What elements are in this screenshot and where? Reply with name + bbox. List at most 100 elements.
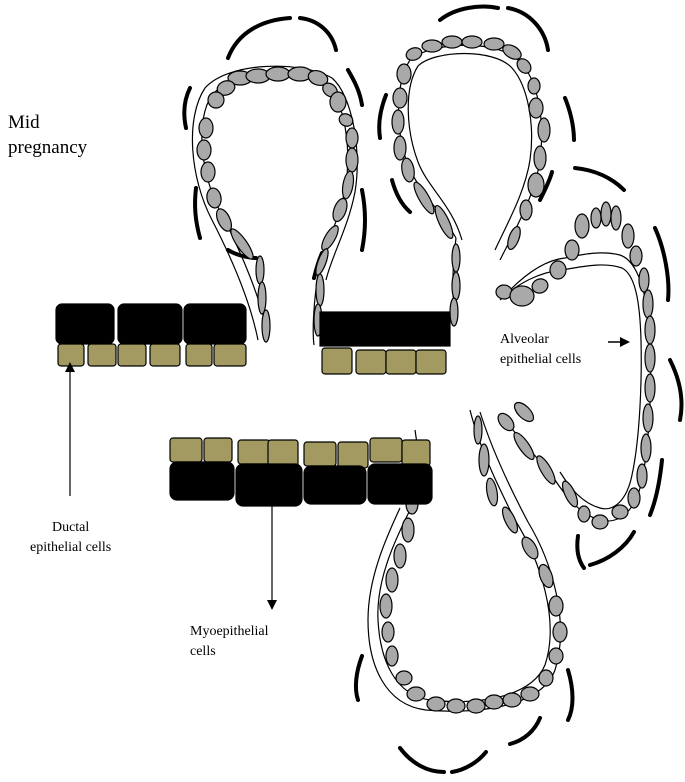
alveolar-epithelial-cell-93 — [466, 698, 486, 714]
basement-arc-12 — [390, 178, 412, 214]
alveolar-epithelial-cell-31 — [461, 35, 483, 49]
myoepithelial-cell-upper-right — [319, 311, 451, 347]
alveolar-epithelial-cell-95 — [426, 696, 446, 712]
alveolar-epithelial-cell-76 — [536, 455, 556, 485]
alveolar-epithelial-cell-71 — [627, 487, 641, 509]
alveolar-epithelial-cell-79 — [513, 401, 535, 423]
basement-arc-22 — [398, 746, 446, 774]
alveolar-epithelial-cell-80 — [473, 415, 483, 445]
ductal-cell-lower-3 — [237, 439, 271, 465]
alveolar-epithelial-cell-89 — [538, 669, 554, 687]
alveolar-epithelial-cell-33 — [502, 44, 522, 60]
alveolar-epithelial-cell-74 — [577, 505, 591, 523]
alveolar-epithelial-cell-18 — [261, 309, 271, 343]
alveolar-epithelial-cell-77 — [513, 431, 535, 461]
stage-label-line-1: Mid — [8, 112, 40, 133]
basement-arc-2 — [298, 16, 338, 52]
alveolar-epithelial-cell-50 — [451, 271, 461, 301]
basement-arc-9 — [438, 4, 500, 22]
alveolus-outline-3 — [397, 44, 543, 261]
alveolar-label-line-2: epithelial cells — [500, 352, 582, 367]
alveolar-epithelial-cell-88 — [548, 647, 564, 665]
alveolar-epithelial-cell-65 — [644, 315, 656, 345]
alveolar-epithelial-cell-75 — [561, 480, 579, 508]
alveolar-epithelial-cell-103 — [401, 517, 415, 543]
alveolar-epithelial-cell-40 — [519, 199, 533, 221]
alveolar-epithelial-cell-97 — [395, 670, 413, 686]
alveolar-epithelial-cell-82 — [485, 477, 499, 507]
alveolar-epithelial-cell-86 — [548, 595, 564, 617]
alveolar-epithelial-cell-90 — [520, 686, 540, 702]
alveolar-epithelial-cell-63 — [638, 267, 650, 293]
alveolar-epithelial-cell-94 — [446, 698, 466, 714]
ductal-cell-upper-right-4 — [415, 349, 447, 375]
basement-arc-1 — [226, 16, 292, 60]
stage-label-line-2: pregnancy — [8, 137, 88, 158]
alveolar-epithelial-cell-61 — [621, 223, 635, 249]
alveolar-epithelial-cell-16 — [255, 255, 265, 285]
basement-arc-11 — [377, 93, 388, 140]
alveolar-epithelial-cell-25 — [315, 248, 329, 276]
basement-arc-15 — [573, 166, 626, 192]
alveolar-epithelial-cell-53 — [509, 285, 535, 307]
alveolar-epithelial-cell-37 — [537, 117, 551, 143]
alveolar-epithelial-cell-85 — [538, 563, 554, 589]
alveolar-epithelial-cell-35 — [527, 77, 541, 95]
basement-arc-13 — [563, 96, 576, 142]
alveolar-epithelial-cell-78 — [497, 412, 515, 432]
alveolar-epithelial-cell-67 — [644, 373, 656, 403]
ductal-cell-upper-right-3 — [385, 349, 417, 375]
myoepithelial-cell-upper-2 — [117, 303, 183, 345]
alveolar-epithelial-cell-19 — [338, 113, 354, 127]
alveolar-epithelial-cell-17 — [257, 281, 267, 315]
myoepithelial-cells-label: Myoepithelial cells — [190, 622, 269, 662]
alveolar-epithelial-cell-9 — [207, 91, 225, 109]
basement-arc-20 — [575, 534, 586, 570]
alveolar-epithelial-cell-41 — [507, 225, 521, 251]
alveolar-epithelial-cell-42 — [396, 63, 412, 85]
alveolar-epithelial-cell-47 — [413, 181, 435, 215]
basement-arc-4 — [193, 186, 202, 240]
alveolar-epithelial-cell-32 — [483, 37, 505, 51]
alveolar-epithelial-cell-23 — [332, 197, 348, 223]
alveolar-epithelial-cell-54 — [531, 278, 549, 294]
alveolar-epithelial-cell-24 — [321, 225, 339, 251]
stage-label: Mid pregnancy — [8, 110, 87, 160]
myoepithelial-cell-upper-3 — [183, 303, 247, 345]
alveolar-epithelial-cell-55 — [549, 260, 567, 280]
myoepithelial-cell-lower-2 — [235, 463, 303, 507]
alveolar-epithelial-cell-91 — [502, 692, 522, 708]
basement-arc-23 — [450, 750, 488, 774]
basement-arc-3 — [182, 86, 192, 130]
alveolar-epithelial-cell-92 — [484, 694, 504, 710]
ductal-cell-lower-8 — [401, 439, 431, 467]
ductal-cell-lower-6 — [337, 441, 369, 469]
duct-cell-blocks — [55, 303, 451, 507]
alveolar-epithelial-cell-43 — [392, 87, 408, 109]
alveolar-epithelial-cell-70 — [636, 463, 648, 489]
alveolar-epithelial-cell-44 — [391, 109, 405, 135]
alveolar-epithelial-cell-20 — [345, 127, 359, 149]
alveolus-outline-2 — [191, 65, 358, 341]
alveolar-epithelial-cell-46 — [401, 157, 415, 183]
alveolar-epithelial-cell-58 — [590, 207, 602, 229]
alveolar-epithelial-cell-30 — [441, 35, 463, 49]
alveolar-epithelial-cell-14 — [215, 208, 233, 232]
basement-arc-25 — [566, 668, 575, 722]
ductal-label-line-1: Ductal — [51, 520, 90, 535]
alveolar-epithelial-cell-81 — [478, 443, 490, 477]
alveolar-epithelial-cell-36 — [528, 97, 544, 119]
alveolar-epithelial-cell-101 — [385, 567, 399, 593]
ductal-cell-lower-4 — [267, 439, 299, 467]
alveolar-epithelial-cell-45 — [393, 135, 407, 161]
alveolar-epithelial-cell-83 — [501, 506, 519, 534]
alveolar-epithelial-cell-7 — [329, 91, 347, 113]
alveolar-epithelial-cell-22 — [341, 170, 355, 200]
basement-arc-16 — [653, 226, 671, 302]
alveolar-epithelial-cell-layer — [196, 35, 656, 714]
alveolar-epithelial-cell-11 — [196, 139, 212, 161]
alveolus-outlines — [191, 44, 652, 712]
myoepithelial-cell-upper-1 — [55, 303, 115, 345]
basement-arc-18 — [648, 458, 664, 517]
